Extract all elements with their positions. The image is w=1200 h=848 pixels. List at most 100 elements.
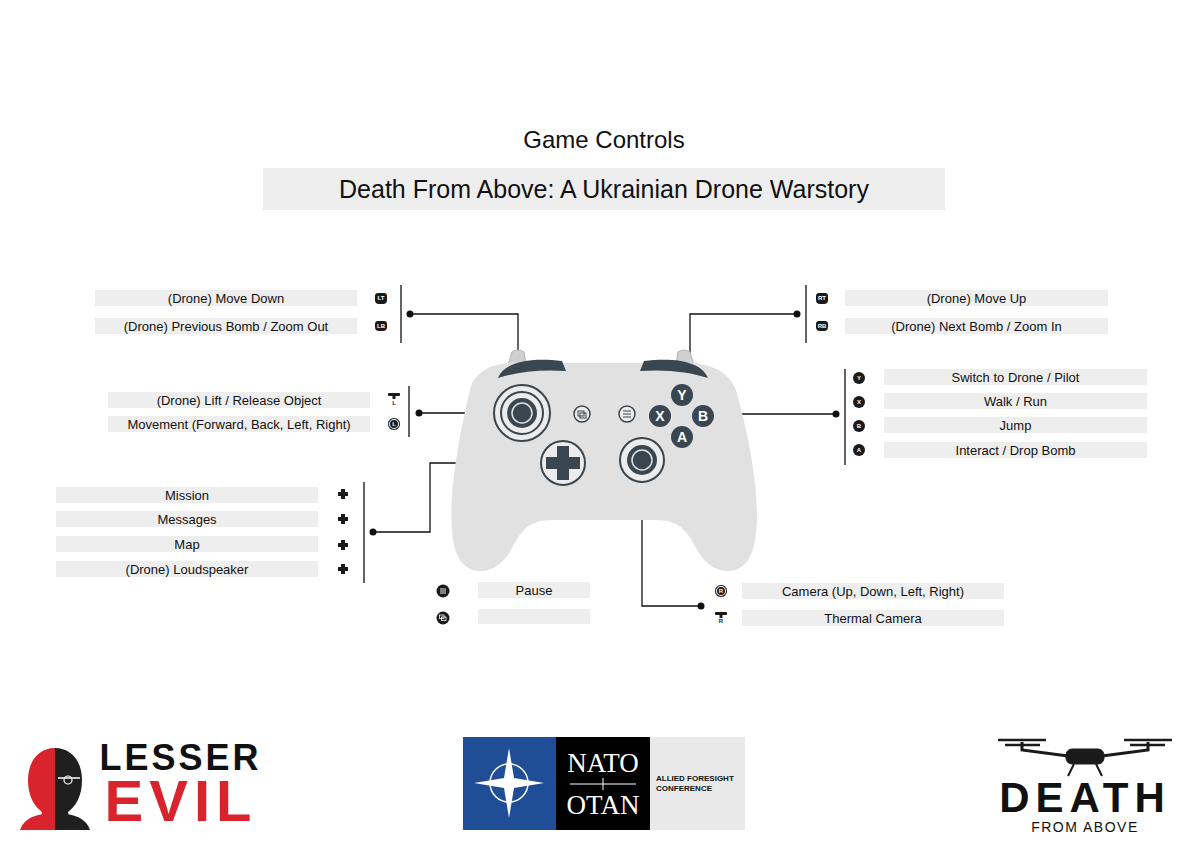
- controller-part: [501, 392, 543, 434]
- label-text: RB: [818, 323, 827, 329]
- node-text: (Drone) Move Up: [927, 291, 1027, 306]
- node-text: Thermal Camera: [824, 611, 922, 626]
- menu-icons-part: [478, 609, 590, 624]
- node-text: B: [698, 405, 708, 427]
- menu-icons-part: [437, 585, 450, 598]
- label-text: L: [392, 421, 396, 427]
- face-button: B: [692, 405, 714, 427]
- trigger-icon: LT: [375, 293, 387, 304]
- logo-text: DEATH: [982, 776, 1188, 820]
- node-text: (Drone) Next Bomb / Zoom In: [891, 319, 1062, 334]
- label-text: OTAN: [567, 792, 640, 819]
- lesser-evil-head-part: [64, 776, 72, 784]
- face-button: Y: [671, 384, 693, 406]
- controller-part: [627, 445, 657, 475]
- controller-part: [620, 438, 664, 482]
- controller-part: [632, 450, 652, 470]
- button-icon: Y: [853, 372, 865, 384]
- dpad-icons-part: [338, 564, 348, 574]
- dpad-icons: [338, 489, 348, 574]
- control-label: (Drone) Loudspeaker: [56, 561, 318, 577]
- leader-lines-part: [690, 285, 806, 360]
- label-text: ALLIED FORESIGHT CONFERENCE: [656, 774, 742, 794]
- node-text: Movement (Forward, Back, Left, Right): [127, 417, 350, 432]
- control-label: Walk / Run: [884, 393, 1147, 409]
- leader-dots-part: [698, 603, 705, 610]
- node-text: (Drone) Lift / Release Object: [157, 393, 322, 408]
- lesser-evil-head-part: [20, 814, 55, 830]
- node-text: Death From Above: A Ukrainian Drone Wars…: [339, 174, 869, 204]
- logo-text: ALLIED FORESIGHT CONFERENCE: [656, 768, 742, 800]
- controller-part: [541, 441, 585, 485]
- click-icon-glyphs-part: [720, 615, 723, 618]
- title: Game Controls: [300, 125, 908, 155]
- dpad-icons-part: [338, 540, 348, 550]
- leader-dots-part: [370, 529, 377, 536]
- logo-text: NATO: [556, 748, 650, 778]
- label-text: FROM ABOVE: [1031, 820, 1139, 834]
- node-text: (Drone) Loudspeaker: [126, 562, 249, 577]
- trigger-icon: RT: [816, 293, 828, 304]
- drone-logo-part: [1066, 749, 1104, 764]
- label-text: DEATH: [999, 777, 1171, 819]
- node-text: Camera (Up, Down, Left, Right): [782, 584, 964, 599]
- controller-part: [451, 363, 757, 571]
- button-icon: X: [853, 396, 865, 408]
- bumper-icon: RB: [816, 321, 828, 331]
- button-icon: B: [853, 420, 865, 432]
- node-text: Jump: [1000, 418, 1032, 433]
- leader-dots-part: [407, 311, 414, 318]
- menu-icons-part: [442, 617, 447, 621]
- label-text: X: [857, 399, 861, 405]
- control-label: Map: [56, 536, 318, 552]
- drone-logo: [998, 740, 1172, 776]
- control-label: (Drone) Previous Bomb / Zoom Out: [95, 318, 357, 334]
- control-label: Jump: [884, 417, 1147, 433]
- control-label: Messages: [56, 511, 318, 527]
- label-text: L: [392, 400, 396, 406]
- click-icon-glyphs-part: [388, 393, 400, 396]
- label-text: LB: [377, 323, 385, 329]
- nato-logo-part: [556, 737, 650, 830]
- control-label: Camera (Up, Down, Left, Right): [742, 583, 1004, 599]
- stick-click-icon: R: [716, 618, 726, 625]
- node-text: (Drone) Previous Bomb / Zoom Out: [124, 319, 328, 334]
- label-text: LT: [378, 295, 385, 301]
- lesser-evil-head: [20, 748, 90, 830]
- node-text: Mission: [165, 488, 209, 503]
- node-text: Switch to Drone / Pilot: [952, 370, 1080, 385]
- controller-part: [546, 446, 580, 480]
- click-icon-glyphs: [388, 393, 727, 618]
- control-label: Switch to Drone / Pilot: [884, 369, 1147, 385]
- menu-icons-part: [437, 612, 450, 625]
- controller-part: [640, 360, 708, 378]
- control-label: (Drone) Move Up: [845, 290, 1108, 306]
- node-text: Messages: [157, 512, 216, 527]
- label-text: R: [719, 588, 723, 594]
- lesser-evil-head-part: [55, 814, 90, 830]
- label-text: EVIL: [105, 772, 258, 830]
- control-label: Pause: [478, 582, 590, 598]
- node-text: Interact / Drop Bomb: [956, 443, 1076, 458]
- controller-part: [512, 403, 532, 423]
- controller-part: [494, 385, 550, 441]
- nato-logo: [463, 737, 745, 830]
- menu-icons-part: [440, 589, 446, 593]
- node-text: Y: [677, 384, 686, 406]
- stick-icon: L: [388, 418, 400, 430]
- node-text: (Drone) Move Down: [168, 291, 284, 306]
- drone-logo-part: [998, 740, 1172, 745]
- control-label: Thermal Camera: [742, 610, 1004, 626]
- logo-text: FROM ABOVE: [982, 818, 1188, 836]
- control-label: Movement (Forward, Back, Left, Right): [108, 416, 370, 432]
- face-button: X: [649, 405, 671, 427]
- label-text: NATO: [567, 750, 639, 777]
- lesser-evil-head-part: [28, 748, 55, 822]
- control-label: Mission: [56, 487, 318, 503]
- label-text: Y: [857, 375, 861, 381]
- controller-part: [498, 360, 566, 378]
- logo-text: OTAN: [556, 790, 650, 820]
- controller-part: [623, 411, 631, 417]
- leader-lines-part: [401, 285, 518, 360]
- button-icon: A: [853, 444, 865, 456]
